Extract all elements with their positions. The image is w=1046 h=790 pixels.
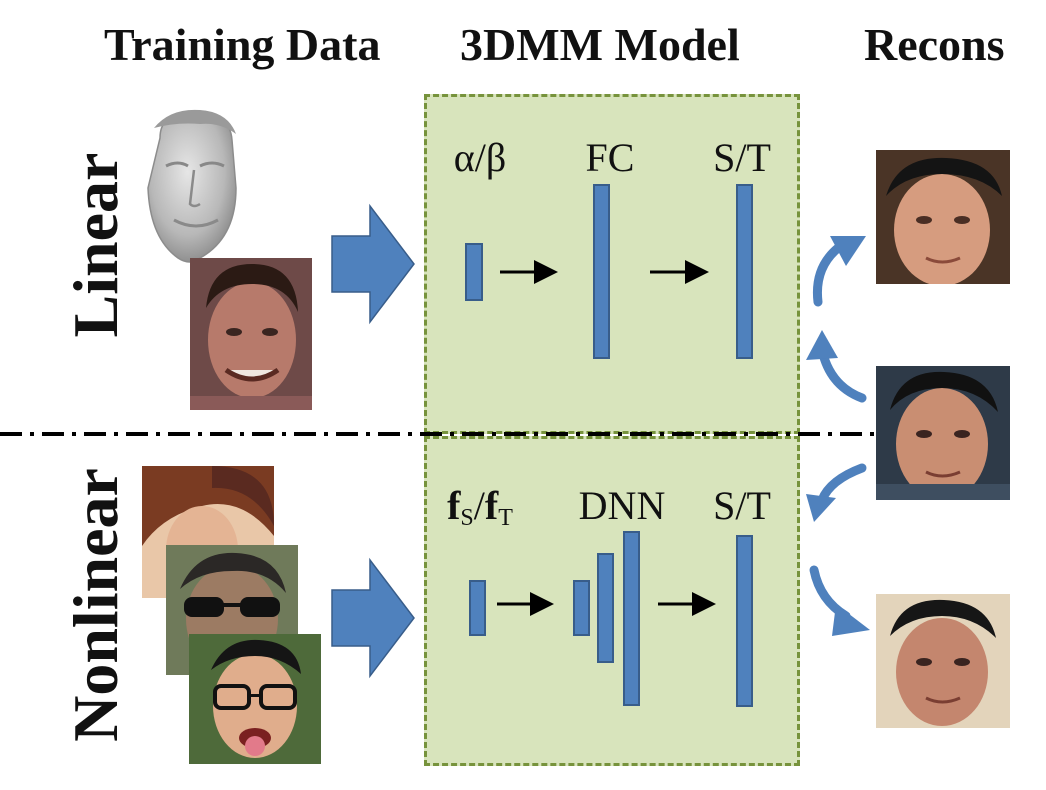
header-3dmm-model: 3DMM Model — [460, 19, 740, 70]
linear-output-label: S/T — [713, 135, 771, 180]
dnn-layer-bar-2 — [597, 553, 614, 663]
linear-fc-bar — [593, 184, 610, 359]
wild-face-photo-2 — [166, 545, 298, 675]
nonlinear-output-bar — [736, 535, 753, 707]
linear-output-bar — [736, 184, 753, 359]
texture-subscript: T — [498, 505, 513, 531]
linear-input-label: α/β — [453, 135, 507, 180]
curved-arrow-icon-3 — [817, 463, 867, 505]
curved-arrow-head-icon — [830, 236, 866, 266]
label-separator: / — [473, 483, 485, 528]
nonlinear-output-label: S/T — [713, 483, 771, 528]
block-arrow-right-icon-2 — [331, 557, 415, 679]
linear-input-bar — [465, 243, 483, 301]
header-training-data: Training Data — [104, 19, 381, 70]
curved-arrow-icon — [812, 243, 843, 307]
3d-face-scan-image — [140, 108, 246, 270]
curved-arrow-head-icon-2 — [806, 330, 838, 360]
wild-face-photo-3 — [189, 634, 321, 764]
nonlinear-input-label: fS/fT — [447, 483, 513, 531]
shape-subscript: S — [460, 505, 474, 531]
curved-arrow-head-icon-3 — [806, 494, 836, 522]
dnn-layer-bar-3 — [623, 531, 640, 706]
f-symbol: f — [447, 483, 461, 528]
header-recons: Recons — [864, 19, 1005, 70]
input-face-photo — [876, 366, 1010, 500]
nonlinear-input-bar — [469, 580, 486, 636]
linear-middle-label: FC — [585, 135, 635, 180]
nonlinear-middle-label: DNN — [578, 483, 666, 528]
curved-arrow-head-icon-4 — [832, 604, 870, 636]
training-face-photo — [190, 258, 312, 410]
recon-face-nonlinear — [876, 594, 1010, 728]
block-arrow-right-icon — [331, 203, 415, 325]
recon-face-linear — [876, 150, 1010, 284]
f-symbol-2: f — [484, 483, 499, 528]
dnn-layer-bar-1 — [573, 580, 590, 636]
